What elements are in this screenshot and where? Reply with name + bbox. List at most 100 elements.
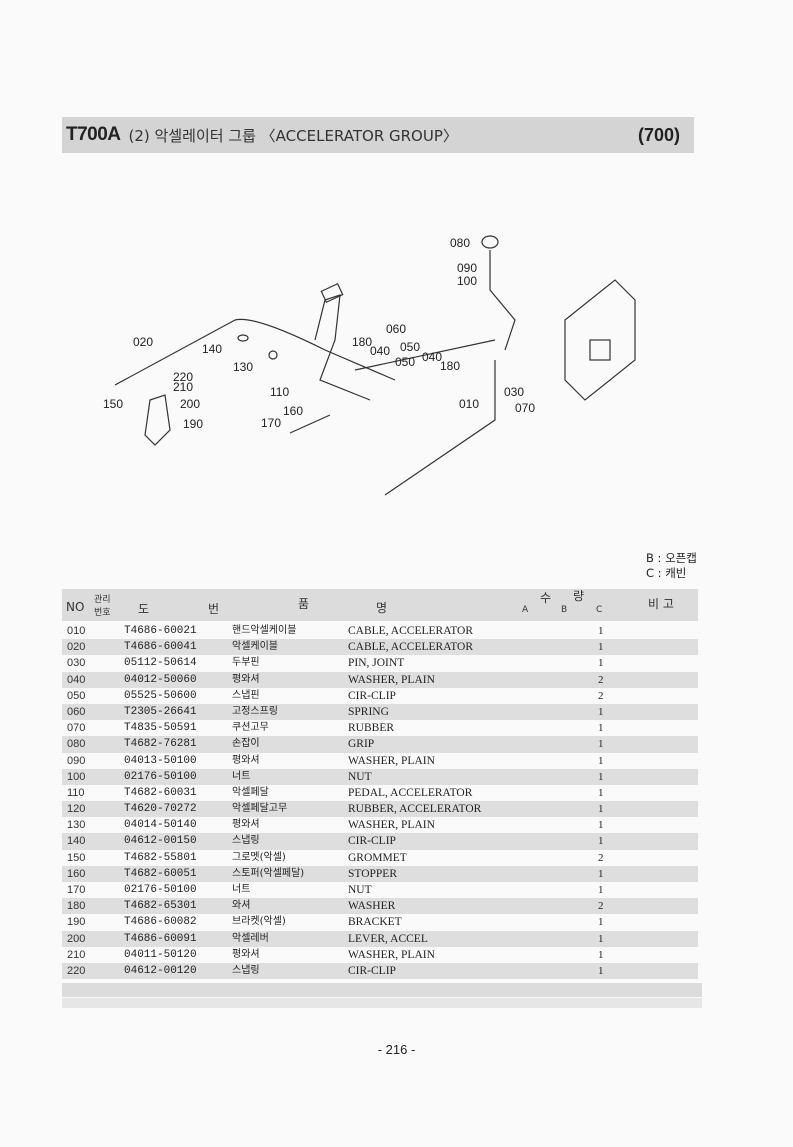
cell-korean-name: 와셔: [232, 900, 251, 912]
page-number: - 216 -: [377, 1042, 416, 1057]
linkage-rod: [354, 339, 496, 371]
clip-140: [237, 334, 249, 342]
cell-english-name: WASHER, PLAIN: [348, 819, 435, 832]
cell-korean-name: 브라켓(악셀): [232, 916, 286, 928]
cell-part-number: T4682-60051: [124, 867, 197, 880]
cell-part-number: T4835-50591: [124, 722, 197, 735]
cell-quantity-c: 1: [598, 916, 604, 929]
cell-quantity-c: 1: [598, 705, 604, 718]
cell-part-number: 04612-00150: [124, 835, 197, 848]
cell-quantity-c: 1: [598, 754, 604, 767]
callout-050a: 050: [400, 340, 420, 354]
exploded-parts-diagram: 080 090 100 020 060 140 180 040 050 040 …: [95, 220, 655, 510]
cell-part-number: T4686-60021: [124, 625, 197, 637]
cell-korean-name: 평와셔: [232, 948, 260, 960]
cell-korean-name: 악셀페달: [232, 786, 269, 798]
diagram-svg: 080 090 100 020 060 140 180 040 050 040 …: [103, 235, 636, 496]
cell-quantity-c: 1: [598, 964, 604, 977]
callout-180b: 180: [440, 359, 460, 373]
cell-quantity-c: 1: [598, 641, 604, 654]
cell-part-number: 04612-00120: [124, 964, 197, 977]
table-row: 170 02176-50100 너트 NUT 1: [62, 882, 698, 898]
cell-quantity-c: 1: [598, 786, 604, 799]
callout-180a: 180: [352, 335, 372, 349]
cell-no: 170: [67, 884, 86, 896]
cell-korean-name: 너트: [232, 770, 251, 782]
cell-english-name: CABLE, ACCELERATOR: [348, 641, 474, 654]
col-drawing-2: 번: [208, 602, 220, 616]
cell-korean-name: 악셀페달고무: [232, 803, 288, 815]
cell-english-name: WASHER, PLAIN: [348, 673, 435, 686]
callout-220: 220: [173, 370, 193, 384]
cell-part-number: 05525-50600: [124, 689, 197, 702]
stopper-bolt: [289, 414, 331, 434]
cell-part-number: 05112-50614: [124, 657, 197, 670]
cell-no: 160: [67, 867, 86, 880]
callout-190: 190: [183, 417, 203, 431]
cell-part-number: 04012-50060: [124, 673, 197, 686]
col-drawing-1: 도: [138, 602, 150, 616]
col-name-1: 품: [298, 597, 310, 611]
cell-korean-name: 평와셔: [232, 673, 260, 685]
cell-english-name: STOPPER: [348, 867, 398, 880]
cell-korean-name: 두부핀: [232, 657, 260, 669]
washer-130: [268, 350, 278, 360]
cell-english-name: GROMMET: [348, 851, 407, 864]
cell-no: 080: [67, 738, 86, 751]
cable-accelerator-upper: [114, 319, 236, 386]
cell-korean-name: 스토퍼(악셀페달): [232, 867, 305, 879]
cell-quantity-c: 1: [598, 770, 604, 783]
cell-english-name: CIR-CLIP: [348, 964, 396, 977]
cell-korean-name: 핸드악셀케이블: [232, 625, 297, 636]
model-code: T700A: [66, 124, 121, 145]
pedal-rubber: [320, 282, 344, 304]
cell-korean-name: 너트: [232, 884, 251, 895]
hand-lever: [489, 250, 516, 351]
group-code: (700): [637, 124, 680, 145]
bracket-accel: [144, 394, 171, 446]
cell-part-number: 04013-50100: [124, 754, 197, 767]
cell-part-number: T4686-60091: [124, 932, 197, 945]
col-c: C: [596, 605, 603, 615]
cell-part-number: T2305-26641: [124, 705, 197, 718]
cell-no: 190: [67, 916, 86, 929]
cell-no: 130: [67, 819, 86, 832]
cell-quantity-c: 1: [598, 867, 604, 880]
col-a: A: [522, 605, 529, 615]
cell-no: 010: [67, 625, 86, 637]
callout-080: 080: [450, 236, 470, 250]
cell-no: 050: [67, 689, 86, 702]
callout-070: 070: [515, 401, 535, 415]
cell-no: 030: [67, 657, 86, 670]
col-note: 비 고: [648, 597, 674, 611]
cell-english-name: CIR-CLIP: [348, 835, 396, 848]
cell-part-number: 02176-50100: [124, 770, 197, 783]
cell-english-name: WASHER, PLAIN: [348, 754, 435, 767]
cell-quantity-c: 2: [598, 851, 604, 864]
col-name-2: 명: [376, 601, 388, 615]
cell-part-number: T4682-76281: [124, 738, 197, 751]
cell-korean-name: 쿠션고무: [232, 722, 269, 734]
diagram-callouts: 080 090 100 020 060 140 180 040 050 040 …: [103, 236, 535, 431]
cell-part-number: T4682-60031: [124, 786, 197, 799]
cell-no: 140: [67, 835, 86, 848]
cell-part-number: 02176-50100: [124, 884, 197, 896]
cell-quantity-c: 1: [598, 803, 604, 816]
col-qty-2: 량: [573, 589, 585, 603]
cell-english-name: GRIP: [348, 738, 375, 751]
table-row: 160 T4682-60051 스토퍼(악셀페달) STOPPER 1: [62, 865, 698, 882]
cell-quantity-c: 1: [598, 884, 604, 896]
cell-english-name: NUT: [348, 884, 372, 896]
legend-c: C : 캐빈: [646, 566, 687, 580]
